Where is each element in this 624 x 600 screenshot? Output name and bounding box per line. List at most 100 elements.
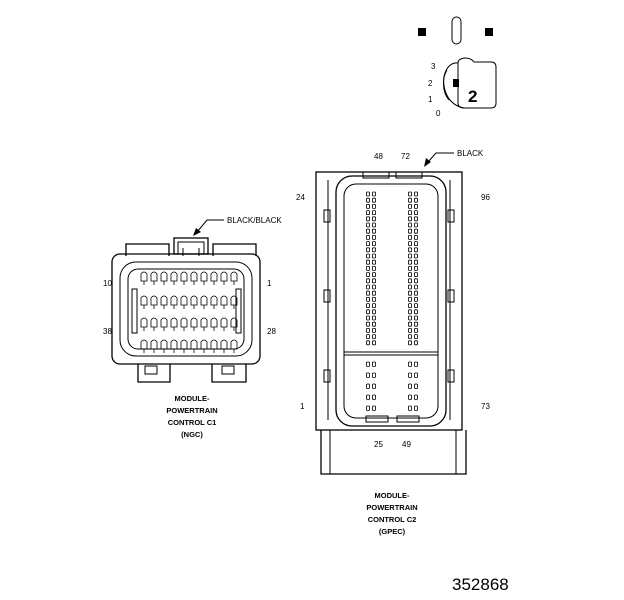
c1-pin-cavity bbox=[170, 295, 178, 309]
c2-caption-line-1: MODULE- bbox=[375, 491, 410, 500]
c2-pin-label-25: 25 bbox=[374, 440, 383, 449]
c2-pin-cavity bbox=[407, 272, 412, 278]
c2-pin-cavity bbox=[365, 303, 370, 309]
c1-pin-cavity bbox=[160, 271, 168, 285]
c1-pin-cavity bbox=[160, 317, 168, 331]
c2-pin-cavity bbox=[407, 303, 412, 309]
c1-color-label: BLACK/BLACK bbox=[227, 216, 282, 225]
c2-pin-cavity bbox=[407, 203, 412, 209]
c1-pin-cavity bbox=[190, 295, 198, 309]
c2-pin-cavity bbox=[413, 210, 418, 216]
c2-pin-cavity bbox=[407, 309, 412, 315]
c2-body bbox=[315, 171, 463, 431]
c2-pin-cavity bbox=[365, 290, 370, 296]
c2-pin-cavity bbox=[371, 334, 376, 340]
c2-pin-cavity bbox=[371, 383, 376, 389]
c2-pin-cavity bbox=[365, 222, 370, 228]
c2-pin-cavity bbox=[413, 334, 418, 340]
c2-pin-cavity bbox=[413, 191, 418, 197]
c2-pin-cavity bbox=[407, 321, 412, 327]
c1-pin-cavity bbox=[180, 295, 188, 309]
c2-pin-label-73: 73 bbox=[481, 402, 490, 411]
key-scale-0: 0 bbox=[436, 109, 441, 118]
c2-pin-cavity bbox=[371, 340, 376, 346]
c2-pin-cavity bbox=[365, 247, 370, 253]
c1-pin-cavity bbox=[180, 317, 188, 331]
c1-pin-cavity bbox=[150, 295, 158, 309]
c2-caption-line-4: (GPEC) bbox=[379, 527, 406, 536]
c1-pin-cavity bbox=[210, 271, 218, 285]
c2-pin-cavity bbox=[371, 321, 376, 327]
c1-pin-cavity bbox=[200, 271, 208, 285]
c2-pin-cavity bbox=[365, 203, 370, 209]
c2-pin-cavity bbox=[371, 228, 376, 234]
c1-pin-cavity bbox=[230, 317, 238, 331]
c2-pin-cavity bbox=[413, 284, 418, 290]
c1-pin-cavity bbox=[160, 339, 168, 353]
c1-pin-cavity bbox=[150, 271, 158, 285]
c2-pin-cavity bbox=[371, 191, 376, 197]
key-tag-icon bbox=[443, 57, 497, 109]
c2-pin-label-96: 96 bbox=[481, 193, 490, 202]
c2-pin-cavity bbox=[371, 203, 376, 209]
c2-pin-cavity bbox=[413, 383, 418, 389]
c2-pin-cavity bbox=[413, 327, 418, 333]
c2-pin-cavity bbox=[413, 290, 418, 296]
c1-pin-cavity bbox=[140, 271, 148, 285]
c2-pin-cavity bbox=[365, 210, 370, 216]
c1-pin-cavities bbox=[140, 271, 238, 353]
c2-pin-cavity bbox=[413, 247, 418, 253]
c2-pin-cavity bbox=[371, 197, 376, 203]
c1-pin-cavity bbox=[150, 317, 158, 331]
c2-pin-cavity bbox=[413, 216, 418, 222]
c2-pin-cavity bbox=[413, 303, 418, 309]
c1-pin-cavity bbox=[140, 339, 148, 353]
connector-c1: BLACK/BLACK 10 1 38 28 MODULE- POWERTRAI… bbox=[103, 216, 282, 439]
c2-pin-cavity bbox=[413, 296, 418, 302]
legend-marker-right bbox=[485, 28, 493, 36]
c2-caption-line-3: CONTROL C2 bbox=[368, 515, 417, 524]
c2-pin-cavity bbox=[413, 228, 418, 234]
c2-pin-cavity bbox=[413, 265, 418, 271]
c2-pin-cavity bbox=[413, 309, 418, 315]
c2-pin-cavity bbox=[407, 372, 412, 378]
c1-pin-cavity bbox=[230, 295, 238, 309]
c2-pin-cavity bbox=[371, 259, 376, 265]
c2-pin-cavity bbox=[365, 309, 370, 315]
key-number: 2 bbox=[468, 87, 477, 106]
figure-number: 352868 bbox=[452, 575, 509, 594]
c2-pin-cavity bbox=[365, 327, 370, 333]
c2-pin-cavity bbox=[407, 222, 412, 228]
c1-pin-cavity bbox=[160, 295, 168, 309]
c1-pin-cavity bbox=[170, 339, 178, 353]
key-legend: 3 2 1 0 2 bbox=[418, 16, 497, 118]
c2-pin-cavity bbox=[413, 372, 418, 378]
c2-pin-cavity bbox=[413, 203, 418, 209]
c2-pin-cavity bbox=[413, 340, 418, 346]
c2-pin-cavity bbox=[413, 321, 418, 327]
c2-pin-cavity bbox=[371, 290, 376, 296]
c2-pin-cavity bbox=[365, 315, 370, 321]
c2-pin-cavity bbox=[413, 259, 418, 265]
c2-pin-cavity bbox=[371, 247, 376, 253]
c1-pin-cavity bbox=[170, 271, 178, 285]
c2-pin-cavity bbox=[407, 327, 412, 333]
legend-slot-icon bbox=[451, 16, 462, 45]
c1-pin-cavity bbox=[140, 317, 148, 331]
c2-pin-cavity bbox=[407, 241, 412, 247]
c2-pin-cavity bbox=[371, 265, 376, 271]
c2-pin-cavity bbox=[365, 334, 370, 340]
c2-pin-cavity bbox=[413, 241, 418, 247]
c2-pin-cavity bbox=[371, 361, 376, 367]
c2-pin-cavity bbox=[371, 222, 376, 228]
c2-pin-cavity bbox=[365, 191, 370, 197]
c2-pin-cavity bbox=[413, 197, 418, 203]
c2-pin-cavity bbox=[365, 405, 370, 411]
c2-pin-label-1: 1 bbox=[300, 402, 305, 411]
c2-pin-cavity bbox=[407, 259, 412, 265]
c2-pin-cavity bbox=[365, 234, 370, 240]
c1-pin-cavity bbox=[180, 339, 188, 353]
c2-pin-cavity bbox=[371, 303, 376, 309]
c2-pin-cavity bbox=[365, 296, 370, 302]
c2-color-label: BLACK bbox=[457, 149, 484, 158]
